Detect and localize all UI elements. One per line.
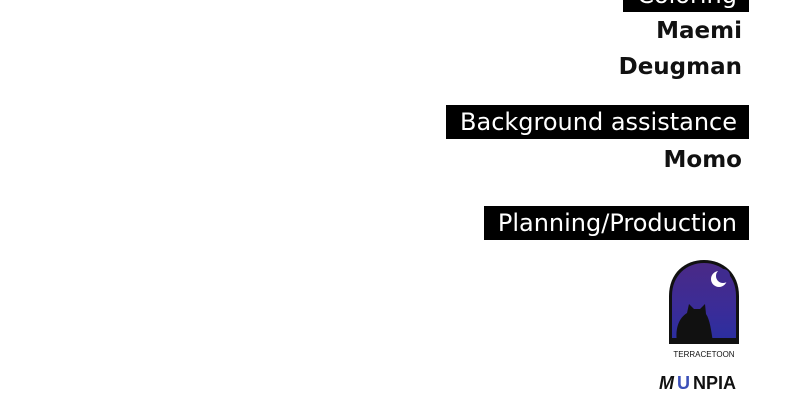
terracetoon-logo: TERRACETOON	[663, 258, 745, 366]
svg-text:M: M	[659, 373, 675, 393]
munpia-logo: M U NPIA	[657, 371, 747, 393]
svg-text:U: U	[677, 373, 690, 393]
credit-name-maemi: Maemi	[656, 18, 742, 44]
svg-text:NPIA: NPIA	[693, 373, 736, 393]
background-assistance-role-label: Background assistance	[446, 105, 749, 139]
credit-name-deugman: Deugman	[618, 54, 742, 80]
svg-text:TERRACETOON: TERRACETOON	[673, 350, 734, 359]
coloring-role-label: Coloring	[623, 0, 749, 12]
planning-production-role-label: Planning/Production	[483, 206, 749, 240]
credits-panel: Coloring Maemi Deugman Background assist…	[349, 0, 749, 420]
credit-name-momo: Momo	[663, 147, 742, 173]
